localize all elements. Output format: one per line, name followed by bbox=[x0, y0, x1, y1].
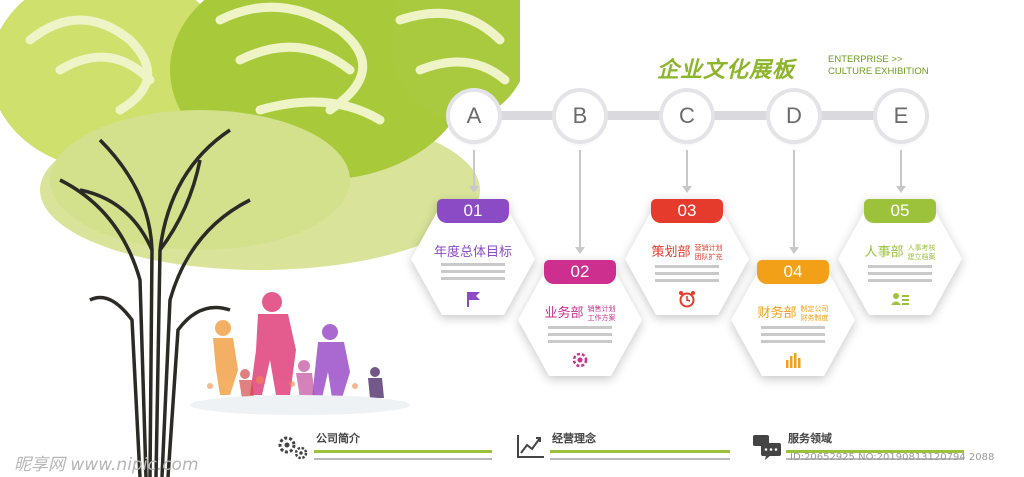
footer-title: 公司简介 bbox=[316, 432, 360, 445]
arrow-down-icon bbox=[575, 247, 585, 254]
timeline-node-b[interactable]: B bbox=[556, 92, 604, 140]
trend-chart-icon bbox=[517, 435, 544, 458]
timeline-node-c[interactable]: C bbox=[663, 92, 711, 140]
card-number-tab: 03 bbox=[651, 199, 723, 223]
card-title: 年度总体目标 bbox=[433, 245, 512, 260]
card-title: 人事部 bbox=[864, 245, 904, 260]
footer-line bbox=[550, 450, 730, 453]
card-05[interactable]: 人事部人事考核建立档案 05 bbox=[838, 199, 962, 315]
tree-illustration bbox=[0, 0, 520, 477]
subtitle-line-1: ENTERPRISE >> bbox=[828, 54, 903, 65]
card-sub-1: 销售计划 bbox=[587, 304, 616, 313]
gears-icon bbox=[278, 436, 308, 460]
timeline-node-a[interactable]: A bbox=[450, 92, 498, 140]
foliage-swirls bbox=[25, 2, 510, 125]
placeholder-lines bbox=[441, 263, 505, 284]
tree-trunk bbox=[59, 128, 251, 477]
card-number-tab: 01 bbox=[437, 199, 509, 223]
timeline-node-d[interactable]: D bbox=[770, 92, 818, 140]
arrow-down-icon bbox=[896, 186, 906, 193]
card-title-row: 人事部人事考核建立档案 bbox=[838, 241, 962, 262]
footer-line bbox=[314, 458, 492, 460]
footer-title: 服务领域 bbox=[788, 432, 832, 445]
watermark-id: ID:20652925 NO:20190813120794 2088 bbox=[790, 452, 995, 463]
card-sub-2: 团队扩充 bbox=[694, 252, 723, 261]
footer-line bbox=[314, 450, 492, 453]
timeline-node-e[interactable]: E bbox=[877, 92, 925, 140]
footer-line bbox=[550, 458, 730, 460]
card-title-row: 策划部营销计划团队扩充 bbox=[625, 241, 749, 262]
footer-line bbox=[786, 458, 964, 460]
card-title-row: 财务部制定公司财务制度 bbox=[731, 302, 855, 323]
bar-chart-icon bbox=[786, 353, 801, 368]
connector-e bbox=[900, 150, 902, 187]
card-title: 业务部 bbox=[544, 306, 584, 321]
alarm-clock-icon bbox=[679, 291, 695, 308]
card-01[interactable]: 年度总体目标 01 bbox=[411, 199, 535, 315]
footer-title: 经营理念 bbox=[552, 432, 596, 445]
arrow-down-icon bbox=[789, 247, 799, 254]
foliage-mid bbox=[50, 110, 350, 250]
watermark-text: 昵享网 www.nipic.com bbox=[14, 455, 199, 475]
board-title: 企业文化展板 bbox=[657, 58, 796, 83]
card-02[interactable]: 业务部销售计划工作方案 02 bbox=[518, 260, 642, 376]
card-sub-1: 人事考核 bbox=[907, 243, 936, 252]
card-03[interactable]: 策划部营销计划团队扩充 03 bbox=[625, 199, 749, 315]
card-number-tab: 04 bbox=[757, 260, 829, 284]
footer-line bbox=[786, 450, 964, 453]
card-sub-2: 建立档案 bbox=[907, 252, 936, 261]
card-04[interactable]: 财务部制定公司财务制度 04 bbox=[731, 260, 855, 376]
connector-b bbox=[579, 150, 581, 248]
connector-d bbox=[793, 150, 795, 248]
placeholder-lines bbox=[548, 326, 612, 347]
runners-illustration bbox=[190, 292, 410, 415]
flag-icon bbox=[467, 292, 480, 307]
card-sub-1: 营销计划 bbox=[694, 243, 723, 252]
chat-bubbles-icon bbox=[753, 435, 781, 460]
id-card-icon bbox=[891, 293, 909, 305]
connector-a bbox=[473, 150, 475, 187]
gear-icon bbox=[572, 352, 588, 368]
arrow-down-icon bbox=[469, 186, 479, 193]
arrow-down-icon bbox=[682, 186, 692, 193]
placeholder-lines bbox=[868, 265, 932, 286]
placeholder-lines bbox=[761, 326, 825, 347]
card-number-tab: 02 bbox=[544, 260, 616, 284]
card-sub-2: 工作方案 bbox=[587, 313, 616, 322]
subtitle-line-2: CULTURE EXHIBITION bbox=[828, 66, 929, 77]
board-subtitle: ENTERPRISE >> CULTURE EXHIBITION bbox=[828, 54, 929, 78]
card-sub-1: 制定公司 bbox=[800, 304, 829, 313]
card-number-tab: 05 bbox=[864, 199, 936, 223]
card-hexagon: 人事部人事考核建立档案 bbox=[838, 203, 962, 315]
card-title: 策划部 bbox=[651, 245, 691, 260]
connector-c bbox=[686, 150, 688, 187]
placeholder-lines bbox=[655, 265, 719, 286]
card-title-row: 业务部销售计划工作方案 bbox=[518, 302, 642, 323]
card-title: 财务部 bbox=[757, 306, 797, 321]
card-sub-2: 财务制度 bbox=[800, 313, 829, 322]
